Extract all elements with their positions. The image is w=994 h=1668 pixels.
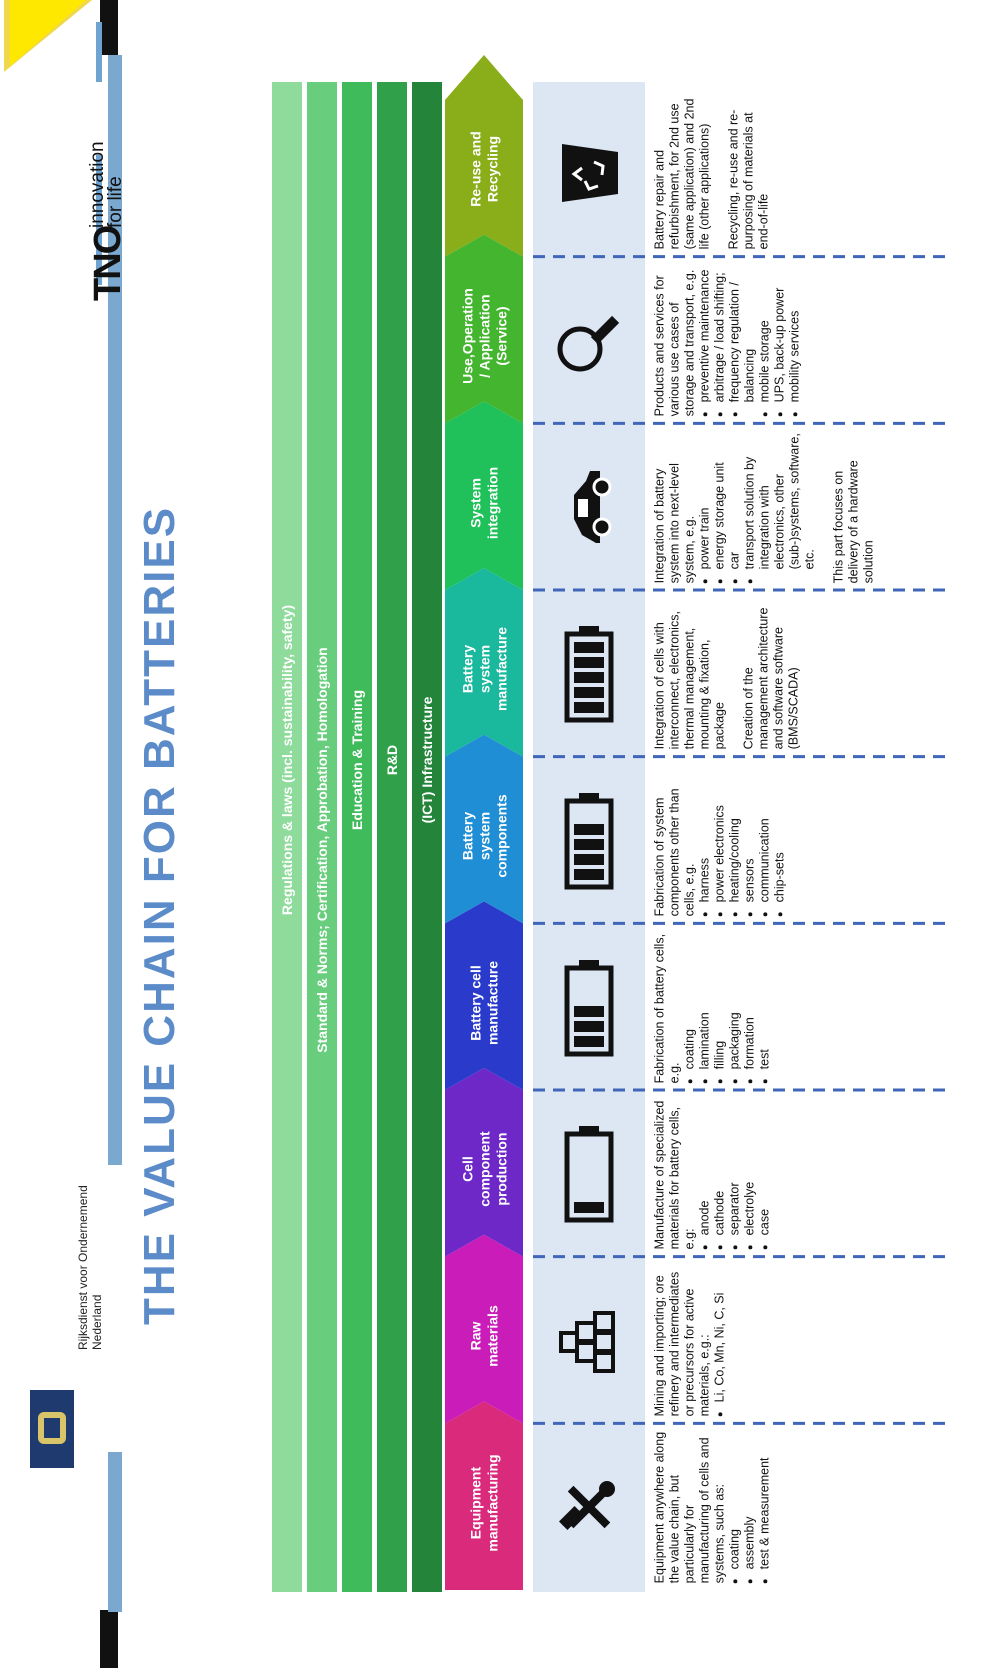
stage-description-4: Fabrication of battery cells, e.g.coatin… xyxy=(652,930,942,1083)
stage-description-6: Integration of cells with interconnect, … xyxy=(652,597,942,750)
description-item: coating xyxy=(727,1430,742,1569)
description-item: assembly xyxy=(742,1430,757,1569)
battery-mostly-icon xyxy=(564,790,614,890)
description-item: harness xyxy=(697,764,712,902)
description-item: case xyxy=(757,1097,772,1235)
band-5 xyxy=(412,82,442,1592)
description-item: chip-sets xyxy=(772,764,787,902)
description-intro: Integration of battery system into next-… xyxy=(651,462,696,583)
description-item: power electronics xyxy=(712,764,727,902)
description-item: power train xyxy=(697,430,712,569)
car-icon xyxy=(564,467,614,547)
description-item: mobile storage xyxy=(757,264,772,402)
stage-segment-7 xyxy=(445,401,523,590)
band-1 xyxy=(272,82,302,1592)
battery-half-icon xyxy=(564,957,614,1057)
stage-segment-5 xyxy=(445,734,523,924)
description-extra: Recycling, re-use and re-purposing of ma… xyxy=(725,110,770,250)
stage-segment-3 xyxy=(445,1068,523,1257)
description-item: car xyxy=(727,430,742,569)
description-intro: Battery repair and refurbishment, for 2n… xyxy=(651,98,711,250)
band-4 xyxy=(377,82,407,1592)
description-item: coating xyxy=(682,930,697,1069)
description-item: lamination xyxy=(697,930,712,1069)
description-item: test & measurement xyxy=(757,1430,772,1569)
description-extra: Creation of the management architecture … xyxy=(740,607,800,750)
band-2 xyxy=(307,82,337,1592)
stage-segment-8 xyxy=(445,234,523,424)
tno-blue-line-2 xyxy=(96,155,102,285)
stage-segment-6 xyxy=(445,568,523,757)
stage-description-8: Products and services for various use ca… xyxy=(652,264,942,417)
gold-bars-icon xyxy=(559,1305,619,1375)
description-intro: Manufacture of specialized materials for… xyxy=(651,1100,696,1250)
stage-description-2: Mining and importing; ore refinery and i… xyxy=(652,1264,942,1417)
top-black-bar xyxy=(100,0,118,55)
magnifier-icon xyxy=(554,305,624,375)
description-item: separator xyxy=(727,1097,742,1236)
description-item: mobility services xyxy=(787,264,802,403)
description-item: frequency regulation / balancing xyxy=(727,264,757,402)
description-item: test xyxy=(757,930,772,1069)
description-item: packaging xyxy=(727,930,742,1069)
description-item: heating/cooling xyxy=(727,764,742,902)
description-item: UPS, back-up power xyxy=(772,264,787,403)
description-item: energy storage unit xyxy=(712,430,727,569)
description-intro: Products and services for various use ca… xyxy=(651,269,696,417)
stage-description-7: Integration of battery system into next-… xyxy=(652,430,942,583)
description-item: transport solution by integration with e… xyxy=(742,430,817,569)
battery-full-icon xyxy=(564,623,614,723)
stage-segment-2 xyxy=(445,1234,523,1424)
description-item: preventive maintenance xyxy=(697,264,712,403)
stage-description-5: Fabrication of system components other t… xyxy=(651,764,942,917)
stage-description-9: Battery repair and refurbishment, for 2n… xyxy=(652,97,942,250)
description-intro: Fabrication of battery cells, e.g. xyxy=(651,933,681,1083)
description-item: anode xyxy=(697,1097,712,1236)
description-item: electrolye xyxy=(742,1097,757,1236)
stage-segment-1 xyxy=(445,1401,523,1590)
description-intro: Mining and importing; ore refinery and i… xyxy=(651,1271,711,1417)
description-extra: This part focuses on delivery of a hardw… xyxy=(830,460,875,583)
crest-icon xyxy=(38,1412,66,1444)
description-intro: Integration of cells with interconnect, … xyxy=(651,611,726,750)
description-item: filling xyxy=(712,930,727,1069)
top-blue-line xyxy=(108,55,122,1165)
tno-blue-line-1 xyxy=(96,22,102,82)
recycle-bin-icon xyxy=(554,138,624,208)
description-intro: Fabrication of system components other t… xyxy=(651,788,696,917)
bottom-blue-line xyxy=(108,1452,122,1612)
stage-description-3: Manufacture of specialized materials for… xyxy=(652,1097,942,1250)
band-3 xyxy=(342,82,372,1592)
hammer-wrench-icon xyxy=(558,1477,619,1537)
stage-segment-4 xyxy=(445,901,523,1090)
description-item: communication xyxy=(757,764,772,902)
description-item: sensors xyxy=(742,764,757,903)
description-item: Li, Co, Mn, Ni, C, Si xyxy=(712,1264,727,1403)
corner-triangle xyxy=(4,0,92,72)
description-item: arbitrage / load shifting; xyxy=(712,264,727,402)
description-item: formation xyxy=(742,930,757,1069)
description-intro: Equipment anywhere along the value chain… xyxy=(651,1431,726,1583)
stage-segment-9 xyxy=(445,55,523,257)
bottom-black-bar xyxy=(100,1610,118,1668)
battery-low-icon xyxy=(564,1123,614,1223)
rvo-crest xyxy=(30,1390,74,1468)
description-item: cathode xyxy=(712,1097,727,1235)
stage-description-1: Equipment anywhere along the value chain… xyxy=(652,1430,942,1583)
